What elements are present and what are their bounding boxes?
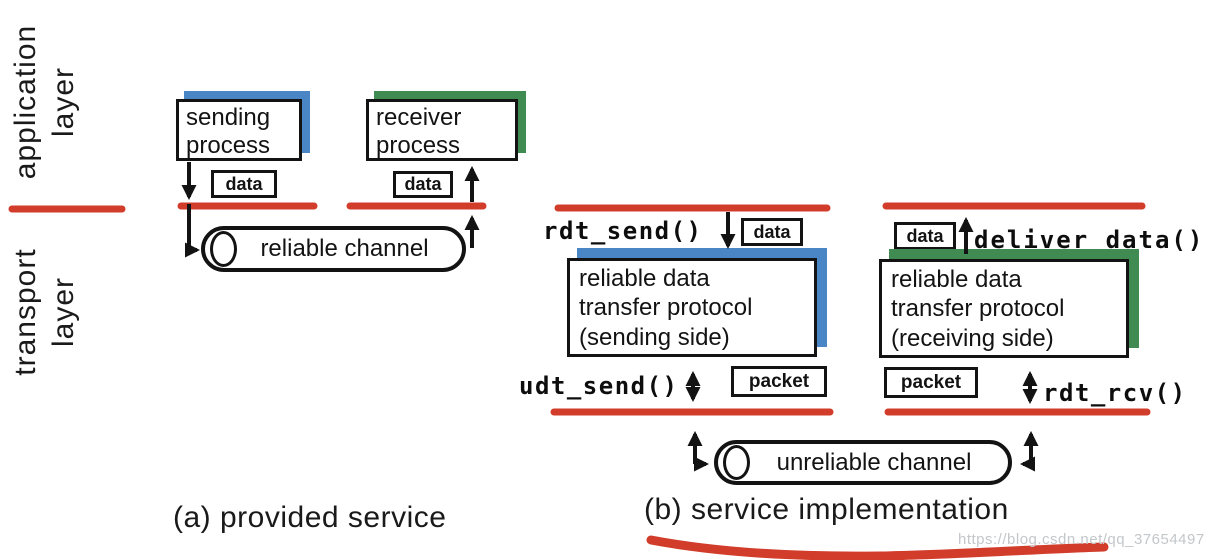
watermark: https://blog.csdn.net/qq_37654497 [958, 531, 1205, 548]
reliable-channel-cylinder: reliable channel [201, 226, 466, 272]
packet-label-b-receiver: packet [884, 367, 978, 398]
reliable-channel-label: reliable channel [260, 235, 429, 262]
receiver-process-box: receiver process [366, 99, 518, 161]
packet-label-b-sender: packet [731, 366, 827, 397]
caption-a: (a) provided service [173, 501, 447, 534]
data-label-a-sender: data [211, 170, 277, 198]
layer-label-application: application layer [9, 24, 80, 180]
layer-label-transport: transport layer [9, 248, 80, 376]
rdt-sender-box: reliable data transfer protocol (sending… [567, 258, 817, 357]
udt-send-label: udt_send() [519, 372, 679, 400]
unreliable-channel-label: unreliable channel [776, 448, 972, 476]
rdt-send-label: rdt_send() [543, 217, 703, 245]
rdt-rcv-label: rdt_rcv() [1043, 379, 1187, 407]
arrow-a-into-channel-icon [184, 204, 201, 258]
cylinder-rim-icon [210, 231, 237, 267]
sending-process-box: sending process [176, 99, 302, 161]
data-label-b-in: data [741, 218, 803, 246]
data-label-a-receiver: data [393, 171, 453, 198]
cylinder-rim-icon [723, 445, 750, 480]
unreliable-channel-cylinder: unreliable channel [714, 440, 1012, 485]
deliver-data-label: deliver_data() [974, 226, 1205, 254]
data-label-b-out: data [894, 222, 956, 250]
rdt-receiver-box: reliable data transfer protocol (receivi… [879, 259, 1129, 358]
caption-b: (b) service implementation [644, 493, 1009, 526]
